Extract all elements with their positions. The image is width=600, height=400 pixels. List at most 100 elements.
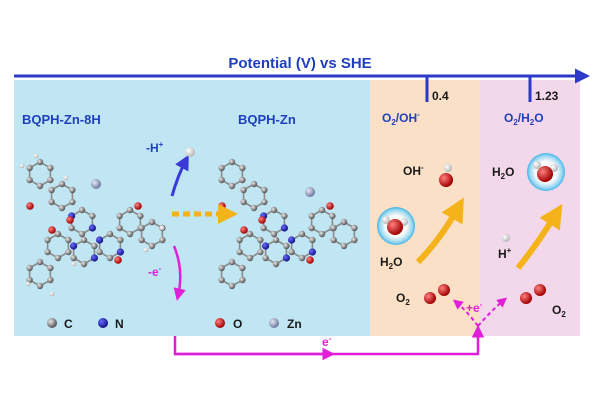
atom-c — [26, 176, 33, 184]
molecule-bqph-zn-8h — [19, 153, 166, 297]
atom-legend: C N O Zn — [47, 317, 302, 331]
atom-c — [270, 206, 278, 214]
atom-c — [126, 230, 134, 238]
atom-c — [318, 230, 326, 238]
atom-c — [236, 236, 243, 244]
atom-c — [48, 198, 55, 206]
atom-c — [228, 182, 236, 190]
legend-o: O — [233, 317, 242, 331]
atom-o — [26, 202, 34, 210]
oxygen-molecule-right — [520, 284, 546, 304]
atom-c — [239, 264, 246, 272]
atom-c — [78, 206, 86, 214]
atom-n — [282, 254, 290, 262]
legend-zn: Zn — [287, 317, 302, 331]
label-h2o-right: H2O — [492, 165, 514, 181]
electron-split-right — [477, 297, 508, 327]
atom-c — [340, 242, 348, 250]
atom-zn — [305, 187, 315, 197]
atom-c — [260, 224, 267, 232]
water-molecule-right — [533, 161, 558, 182]
atom-c — [240, 186, 247, 194]
atom-c — [308, 212, 315, 220]
atom-c — [47, 276, 54, 284]
atom-o — [306, 256, 314, 264]
atom-n — [262, 242, 270, 250]
atom-c — [239, 164, 246, 172]
atom-c — [270, 230, 278, 238]
atom-h — [159, 225, 165, 231]
molecule-bqph-zn — [218, 158, 358, 290]
minus-e-arrow — [172, 245, 186, 301]
atom-o — [258, 216, 266, 224]
atom-c — [138, 224, 145, 232]
atom-c — [250, 204, 258, 212]
atom-c — [272, 260, 280, 268]
atom-c — [329, 212, 336, 220]
water-molecule-middle — [382, 216, 408, 235]
atom-c — [65, 236, 72, 244]
atom-c — [91, 242, 98, 250]
atom-c — [340, 218, 348, 226]
atom-c — [96, 248, 103, 256]
atom-c — [309, 236, 316, 244]
atom-c — [47, 164, 54, 172]
atom-c — [288, 248, 295, 256]
atom-c — [351, 224, 358, 232]
atom-o — [326, 202, 334, 210]
atom-h — [49, 291, 55, 297]
atom-c — [117, 236, 124, 244]
atom-c — [330, 224, 337, 232]
atom-c — [58, 180, 66, 188]
atom-c — [36, 258, 44, 266]
atom-h — [25, 281, 31, 287]
atom-n — [88, 224, 96, 232]
atom-o — [218, 202, 226, 210]
orange-arrow-middle — [415, 197, 464, 265]
right-panel — [480, 80, 580, 336]
atom-c — [262, 254, 269, 262]
atom-c — [228, 258, 236, 266]
oxygen-molecule-middle — [424, 284, 450, 304]
plus-e-label: +e- — [466, 300, 483, 315]
atom-c — [218, 176, 225, 184]
atom-c — [261, 186, 268, 194]
atom-n — [288, 236, 296, 244]
atom-c — [236, 248, 243, 256]
atom-c — [48, 186, 55, 194]
atom-c — [26, 276, 33, 284]
atom-c — [47, 176, 54, 184]
atom-c — [126, 206, 134, 214]
atom-n — [90, 254, 98, 262]
atom-c — [298, 254, 306, 262]
atom-c — [65, 248, 72, 256]
atom-zn — [91, 179, 101, 189]
atom-c — [281, 212, 288, 220]
atom-o — [114, 256, 122, 264]
atom-c — [80, 236, 88, 244]
legend-n: N — [115, 317, 124, 331]
atom-c — [250, 180, 258, 188]
atom-c — [78, 230, 86, 238]
atom-c — [26, 164, 33, 172]
atom-c — [261, 198, 268, 206]
atom-c — [272, 236, 280, 244]
label-o2-right: O2 — [552, 303, 566, 319]
atom-o — [48, 226, 56, 234]
atom-c — [54, 254, 62, 262]
atom-c — [44, 248, 51, 256]
atom-c — [240, 198, 247, 206]
atom-n — [308, 248, 316, 256]
label-h2o-middle: H2O — [380, 255, 402, 271]
atom-c — [351, 236, 358, 244]
atom-c — [159, 236, 166, 244]
atom-h — [63, 175, 69, 181]
molecule-label-bqph-zn: BQPH-Zn — [238, 112, 296, 127]
atom-n — [116, 248, 124, 256]
tick-label-0.4: 0.4 — [432, 89, 449, 103]
atom-c — [228, 158, 236, 166]
atom-c — [228, 282, 236, 290]
released-proton — [185, 147, 195, 157]
atom-c — [308, 224, 315, 232]
